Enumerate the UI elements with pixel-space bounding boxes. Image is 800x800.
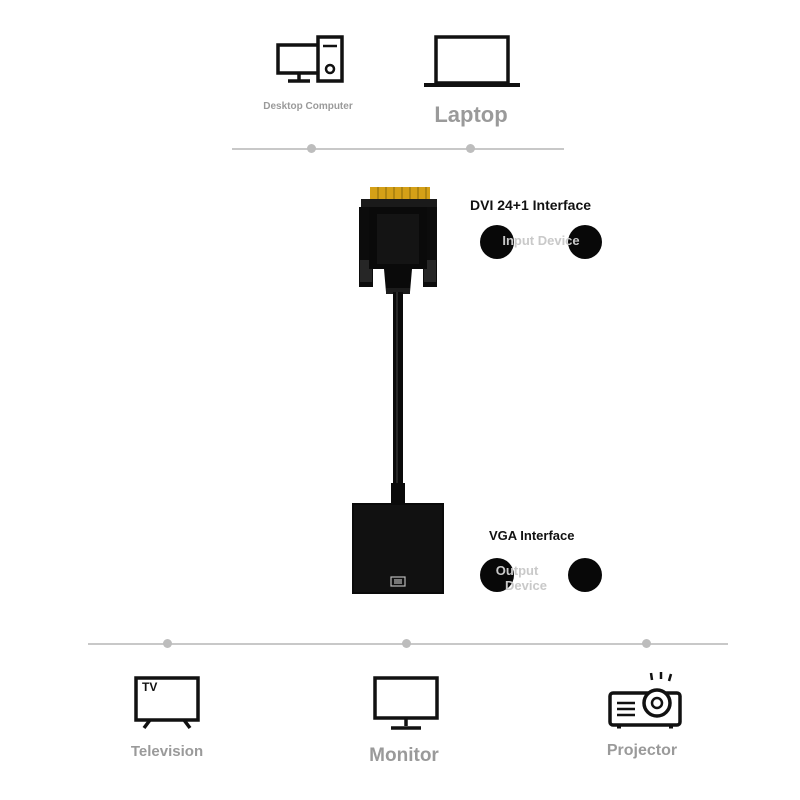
output-device-badge: Output Device — [480, 558, 602, 593]
badge-dot — [480, 225, 514, 259]
projector-label: Projector — [606, 742, 678, 759]
monitor-label: Monitor — [369, 745, 439, 766]
badge-dot — [568, 558, 602, 592]
laptop-icon — [424, 35, 520, 87]
top-divider-dot — [307, 144, 316, 153]
dvi-to-vga-adapter — [352, 187, 444, 594]
bottom-divider-dot — [163, 639, 172, 648]
laptop-label: Laptop — [434, 102, 508, 127]
bottom-divider-dot — [402, 639, 411, 648]
television-icon: TV — [134, 676, 200, 730]
vga-interface-label: VGA Interface — [489, 528, 575, 543]
television-label: Television — [130, 743, 204, 760]
desktop-computer-label: Desktop Computer — [263, 101, 353, 112]
dvi-interface-label: DVI 24+1 Interface — [470, 197, 592, 213]
output-device-label: Output Device — [474, 563, 560, 593]
input-device-badge: Input Device — [480, 225, 602, 259]
projector-icon — [608, 672, 682, 729]
bottom-divider-dot — [642, 639, 651, 648]
output-device-line1: Output — [495, 563, 539, 578]
monitor-icon — [373, 676, 439, 730]
input-device-label: Input Device — [502, 233, 580, 248]
badge-dot — [568, 225, 602, 259]
output-device-line2: Device — [505, 578, 547, 593]
badge-dot — [480, 558, 514, 592]
desktop-computer-icon — [276, 35, 344, 83]
top-divider — [232, 148, 564, 150]
top-divider-dot — [466, 144, 475, 153]
tv-icon-text: TV — [142, 680, 158, 694]
